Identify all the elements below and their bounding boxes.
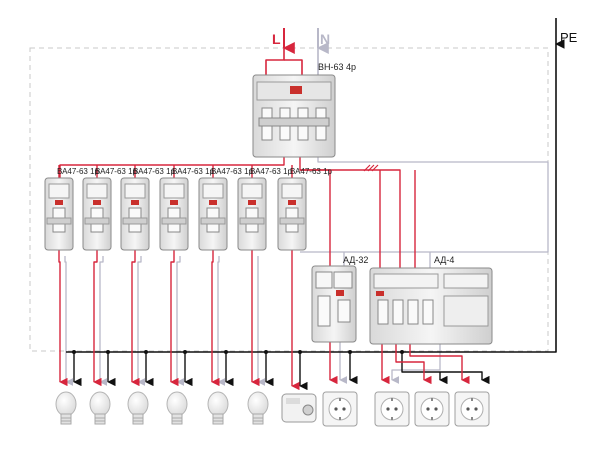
- earth-busbar: [66, 44, 557, 353]
- earth-junction: [72, 350, 76, 354]
- rcbo-4p-label: АД-4: [434, 255, 454, 265]
- branch-breaker: ВА47-63 1р: [82, 167, 138, 251]
- lamp-neutral-wire: [137, 256, 146, 386]
- rcbo-1p-label: АД-32: [343, 255, 368, 265]
- neutral-wiring: [64, 28, 549, 386]
- power-socket-icon: [414, 391, 450, 427]
- neutral-busbar: [300, 157, 549, 253]
- phase-supply-label: L: [272, 31, 281, 47]
- branch-breaker: ВА47-63 1р: [159, 167, 215, 251]
- main-switch-phase-in-wire: [265, 48, 285, 75]
- power-socket-icon: [454, 391, 490, 427]
- rcbo-1p: [311, 265, 357, 343]
- lamp-phase-wire: [170, 250, 179, 387]
- lamp-neutral-wire: [64, 256, 74, 386]
- phase-to-rcbo4p-wire: [299, 157, 401, 268]
- earth-supply-label: PE: [560, 30, 578, 45]
- lamp-phase-wire: [131, 250, 140, 387]
- branch-breaker-label: ВА47-63 1р: [250, 167, 293, 176]
- lamp-neutral-wire: [176, 256, 185, 386]
- lamp-phase-wire: [93, 250, 102, 387]
- socket3-phase-wire: [395, 344, 432, 385]
- light-bulb-icon: [127, 391, 149, 425]
- light-bulb-icon: [166, 391, 188, 425]
- earth-junction: [106, 350, 110, 354]
- branch-breaker: ВА47-63 1р: [237, 167, 293, 251]
- earth-junction: [183, 350, 187, 354]
- lamps: [55, 391, 269, 425]
- lamp-phase-wire: [211, 250, 220, 387]
- sockets: [322, 391, 490, 427]
- branch-breaker-label: ВА47-63 1р: [290, 167, 333, 176]
- earth-junction: [348, 350, 352, 354]
- earth-junction: [298, 350, 302, 354]
- branch-breaker: ВА47-63 1р: [44, 167, 100, 251]
- wire-break-mark: [363, 164, 379, 172]
- lamp-neutral-wire: [217, 256, 226, 386]
- phase-wiring: [58, 28, 470, 391]
- power-socket-icon: [322, 391, 358, 427]
- branch-breaker-label: ВА47-63 1р: [211, 167, 254, 176]
- earth-junction: [264, 350, 268, 354]
- boiler-appliance-icon: [281, 393, 317, 423]
- branch-breaker-label: ВА47-63 1р: [57, 167, 100, 176]
- branch-breaker: ВА47-63 1р: [120, 167, 176, 251]
- earth-junction: [400, 350, 404, 354]
- socket2-neutral-wire: [391, 344, 441, 384]
- power-socket-icon: [374, 391, 410, 427]
- phase-to-rcbo1p-wire: [300, 169, 331, 266]
- earth-junction: [224, 350, 228, 354]
- light-bulb-icon: [207, 391, 229, 425]
- light-bulb-icon: [247, 391, 269, 425]
- branch-breaker: ВА47-63 1р: [277, 167, 333, 251]
- earth-junction: [144, 350, 148, 354]
- branch-breaker-label: ВА47-63 1р: [95, 167, 138, 176]
- rcbo-4p: [369, 267, 493, 345]
- lamp-neutral-wire: [99, 256, 108, 386]
- appliance: [281, 393, 317, 423]
- branch-breaker: ВА47-63 1р: [198, 167, 254, 251]
- main-switch-label: ВН-63 4р: [318, 62, 356, 72]
- light-bulb-icon: [89, 391, 111, 425]
- phase-busbar: [59, 157, 285, 178]
- neutral-supply-label: N: [320, 31, 330, 47]
- earth-wiring: [66, 18, 565, 391]
- lamp-phase-wire: [58, 250, 68, 387]
- main-switch: [252, 74, 336, 158]
- branch-breaker-label: ВА47-63 1р: [133, 167, 176, 176]
- socket4-phase-wire: [409, 344, 470, 385]
- main-switch-phase-bridge: [284, 59, 303, 75]
- branch-breaker-label: ВА47-63 1р: [172, 167, 215, 176]
- light-bulb-icon: [55, 391, 77, 425]
